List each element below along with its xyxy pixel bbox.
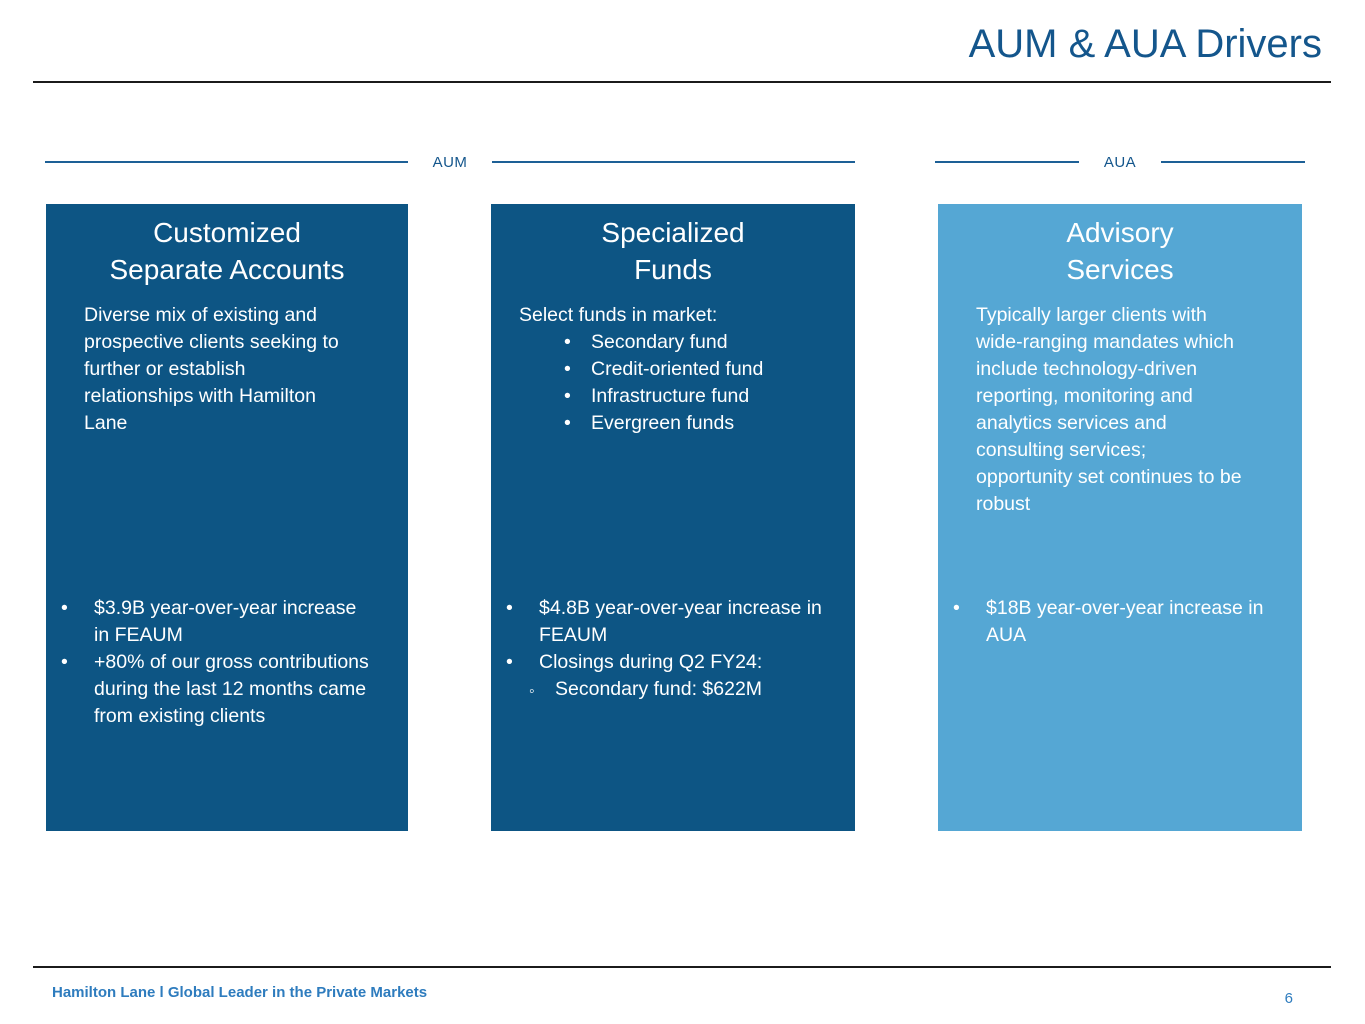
page-title: AUM & AUA Drivers (968, 22, 1322, 66)
card-title: Customized Separate Accounts (46, 204, 408, 288)
aua-section-divider: AUA (935, 150, 1305, 174)
bullet-item: +80% of our gross contributions during t… (46, 649, 408, 730)
card-bullet-list: $3.9B year-over-year increase in FEAUM +… (46, 595, 408, 730)
card-title-line1: Advisory (1066, 217, 1174, 248)
page-number: 6 (1284, 990, 1293, 1007)
bullet-item: $4.8B year-over-year increase in FEAUM (491, 595, 855, 649)
card-bullet-list: $18B year-over-year increase in AUA (938, 595, 1302, 649)
fund-item: Credit-oriented fund (491, 356, 855, 383)
sub-bullet-item: Secondary fund: $622M (491, 676, 855, 705)
aum-section-label: AUM (432, 153, 468, 171)
card-title-line2: Services (1066, 254, 1174, 285)
aum-section-divider: AUM (45, 150, 855, 174)
footer-rule (33, 966, 1331, 968)
footer-tagline: Hamilton Lane l Global Leader in the Pri… (52, 984, 428, 1001)
bullet-item: $3.9B year-over-year increase in FEAUM (46, 595, 408, 649)
fund-list: Secondary fund Credit-oriented fund Infr… (491, 329, 855, 437)
card-body-intro: Select funds in market: (519, 304, 718, 326)
fund-item: Evergreen funds (491, 410, 855, 437)
title-rule (33, 81, 1331, 83)
aua-section-label: AUA (1103, 153, 1137, 171)
card-bullet-list: $4.8B year-over-year increase in FEAUM C… (491, 595, 855, 705)
card-title-line2: Separate Accounts (109, 254, 345, 285)
fund-item: Secondary fund (491, 329, 855, 356)
card-title: Advisory Services (938, 204, 1302, 288)
card-body-text: Typically larger clients with wide-rangi… (976, 304, 1242, 515)
card-advisory-services: Advisory Services Typically larger clien… (938, 204, 1302, 831)
card-title-line1: Specialized (601, 217, 745, 248)
card-body-text: Diverse mix of existing and prospective … (84, 304, 339, 434)
divider-line-left (45, 161, 408, 163)
card-specialized-funds: Specialized Funds Select funds in market… (491, 204, 855, 831)
card-title: Specialized Funds (491, 204, 855, 288)
bullet-item: Closings during Q2 FY24: (491, 649, 855, 676)
divider-line-right (1161, 161, 1305, 163)
bullet-item: $18B year-over-year increase in AUA (938, 595, 1302, 649)
divider-line-right (492, 161, 855, 163)
card-customized-separate-accounts: Customized Separate Accounts Diverse mix… (46, 204, 408, 831)
card-title-line2: Funds (634, 254, 712, 285)
card-title-line1: Customized (153, 217, 301, 248)
fund-item: Infrastructure fund (491, 383, 855, 410)
divider-line-left (935, 161, 1079, 163)
